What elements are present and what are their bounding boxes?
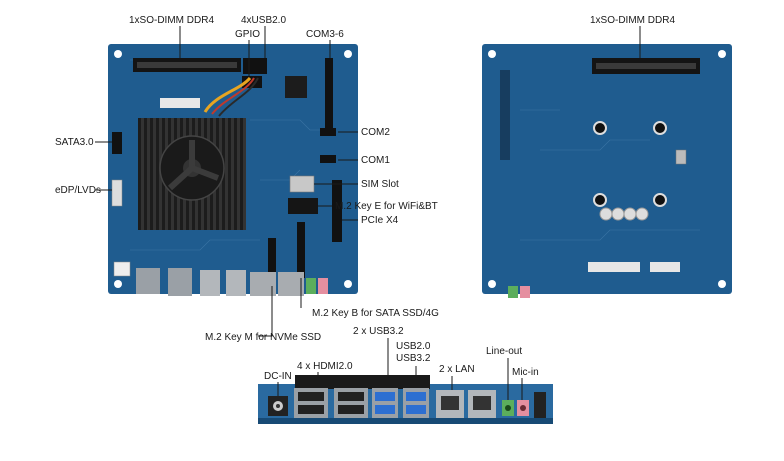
capacitors xyxy=(599,207,649,221)
label-com36: COM3-6 xyxy=(306,29,344,40)
hdmi-port-front xyxy=(168,268,192,296)
labels: 1xSO-DIMM DDR4 4xUSB2.0 GPIO COM3-6 SATA… xyxy=(55,15,675,382)
back-pcb xyxy=(482,44,732,294)
label-usb20: 4xUSB2.0 xyxy=(241,15,286,26)
edp-connector xyxy=(111,179,123,207)
front-board xyxy=(108,44,358,296)
back-board xyxy=(482,44,732,298)
label-com1: COM1 xyxy=(361,155,390,166)
label-line-out: Line-out xyxy=(486,346,522,357)
label-gpio: GPIO xyxy=(235,29,260,40)
sim-slot xyxy=(289,175,315,193)
m2-key-m-slot xyxy=(268,238,276,286)
pcie-x4-slot xyxy=(332,180,342,242)
label-usb32-io: USB3.2 xyxy=(396,353,431,364)
usb-ports xyxy=(372,388,429,418)
label-usb32x2: 2 x USB3.2 xyxy=(353,326,404,337)
label-dc-in: DC-IN xyxy=(264,371,292,382)
mounting-hole xyxy=(114,50,122,58)
label-com2: COM2 xyxy=(361,127,390,138)
label-hdmi: 4 x HDMI2.0 xyxy=(297,361,353,372)
com2-header xyxy=(320,128,336,136)
com36-header xyxy=(325,58,333,128)
label-mic-in: Mic-in xyxy=(512,367,539,378)
power-connector xyxy=(113,261,131,277)
mounting-hole xyxy=(718,50,726,58)
label-back-sodimm: 1xSO-DIMM DDR4 xyxy=(590,15,675,26)
label-m2-key-b: M.2 Key B for SATA SSD/4G xyxy=(312,308,439,319)
chip xyxy=(285,76,307,98)
label-front-sodimm: 1xSO-DIMM DDR4 xyxy=(129,15,214,26)
label-lan: 2 x LAN xyxy=(439,364,475,375)
sata-connector xyxy=(112,132,122,154)
leader-lines xyxy=(95,26,641,400)
mounting-hole xyxy=(718,280,726,288)
heatsink-side xyxy=(295,375,430,389)
label-pcie: PCIe X4 xyxy=(361,215,399,226)
label-m2-key-e: M.2 Key E for WiFi&BT xyxy=(335,201,438,212)
usb-port-front xyxy=(226,270,246,296)
io-panel xyxy=(258,375,553,424)
label-sata: SATA3.0 xyxy=(55,137,94,148)
label-sim: SIM Slot xyxy=(361,179,399,190)
lan-port-front xyxy=(278,272,304,296)
mounting-hole xyxy=(344,280,352,288)
com1-header xyxy=(320,155,336,163)
mounting-hole xyxy=(488,280,496,288)
m2-key-b-slot xyxy=(297,222,305,278)
board-label xyxy=(160,98,200,108)
label-edp: eDP/LVDs xyxy=(55,185,101,196)
usb-port-front xyxy=(200,270,220,296)
label-usb20-io: USB2.0 xyxy=(396,341,431,352)
usb20-header xyxy=(243,58,267,74)
m2-key-e-slot xyxy=(288,198,318,214)
mic-in-jack-front xyxy=(318,278,328,294)
hdmi-port-front xyxy=(136,268,160,294)
label-m2-key-m: M.2 Key M for NVMe SSD xyxy=(205,332,321,343)
line-out-jack-front xyxy=(306,278,316,294)
lan-ports xyxy=(436,390,496,418)
mounting-hole xyxy=(344,50,352,58)
hdmi-ports xyxy=(294,388,368,418)
mounting-hole xyxy=(114,280,122,288)
mounting-hole xyxy=(488,50,496,58)
